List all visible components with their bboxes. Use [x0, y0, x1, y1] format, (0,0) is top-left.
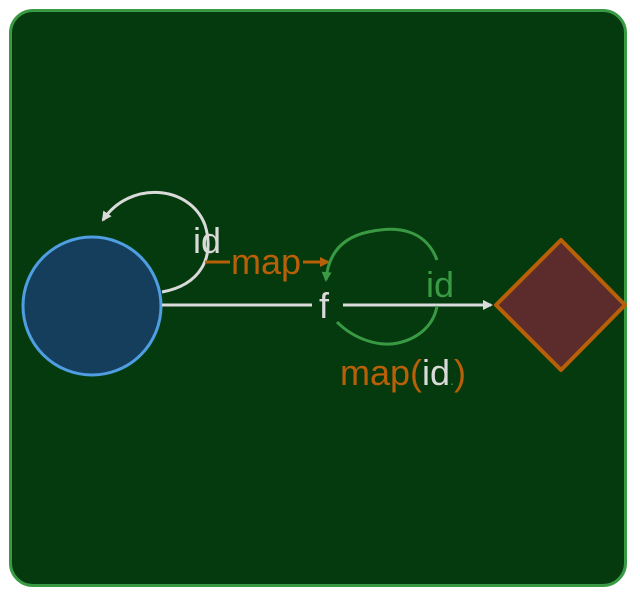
label-f: f	[319, 285, 330, 326]
label-map-call-arg: id	[422, 352, 450, 393]
label-map-call-close: )	[454, 352, 466, 393]
label-map-of-id: map(id.)	[340, 352, 466, 393]
label-map-call-dot: .	[450, 372, 454, 388]
green-identity-loop-bottom-arc	[335, 305, 439, 346]
label-id-right: id	[426, 264, 454, 305]
label-map: map	[231, 241, 301, 282]
identity-loop-arrow	[101, 190, 210, 294]
label-id-top: id	[193, 220, 221, 261]
green-identity-loop-top-arrow	[321, 227, 439, 282]
target-object-diamond	[494, 238, 627, 372]
source-object-circle	[21, 235, 163, 377]
label-map-call-open: map(	[340, 352, 422, 393]
